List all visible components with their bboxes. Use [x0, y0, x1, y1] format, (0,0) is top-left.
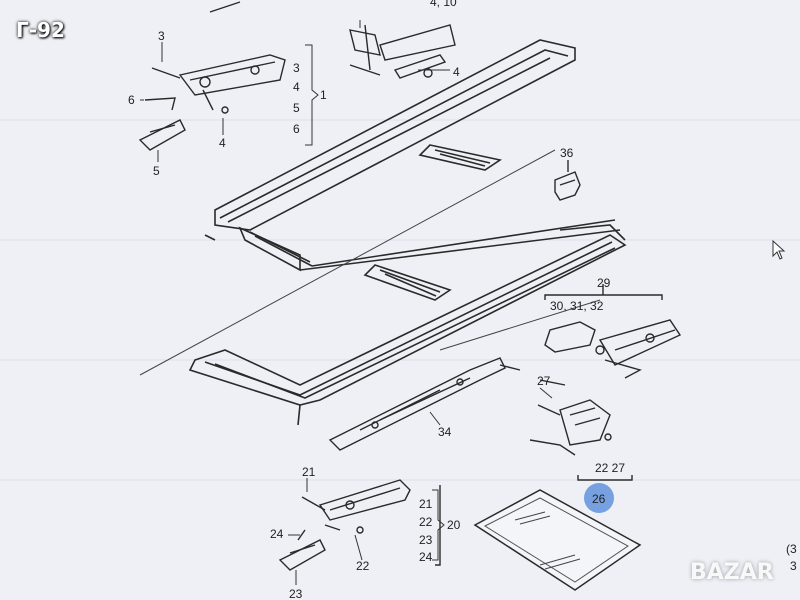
hinge-assembly-bottom-left [278, 479, 441, 571]
label-4-middle: 4 [453, 65, 460, 79]
glass-hatch [514, 511, 581, 570]
hinge-assembly-top-left [138, 1, 286, 151]
bracket-label-23: 23 [419, 533, 433, 547]
listing-tag: Г-92 [16, 18, 65, 42]
bracket-label-20: 20 [447, 518, 461, 532]
bracket-label-5: 5 [293, 101, 300, 115]
bracket-label-3: 3 [293, 61, 300, 75]
bracket-label-4: 4 [293, 80, 300, 94]
label-4-10: 4, 10 [430, 0, 457, 9]
label-3-top: 3 [158, 29, 165, 43]
bracket-label-1: 1 [320, 88, 327, 102]
label-26: 26 [592, 492, 606, 506]
clip-part-36 [554, 160, 581, 201]
label-22: 22 [356, 559, 370, 573]
label-27: 27 [537, 374, 551, 388]
bracket-20 [432, 489, 445, 561]
bracket-label-6: 6 [293, 122, 300, 136]
mouse-cursor-icon [772, 240, 786, 260]
label-4-left: 4 [219, 136, 226, 150]
label-24: 24 [270, 527, 284, 541]
bracket-label-22: 22 [419, 515, 433, 529]
label-21: 21 [302, 465, 316, 479]
highlight-circle-26 [584, 483, 614, 513]
bracket-1 [305, 44, 319, 146]
watermark-logo: BAZAR [690, 560, 774, 585]
reference-lines [139, 149, 601, 376]
leader-lines [140, 20, 553, 585]
label-6-left: 6 [128, 93, 135, 107]
sunroof-frame-upper [204, 39, 621, 272]
label-30-31-32: 30, 31, 32 [550, 299, 604, 313]
edge-label-2: 3 [790, 559, 797, 573]
sunroof-frame-lower [188, 224, 627, 426]
bracket-label-21: 21 [419, 497, 433, 511]
label-22-27: 22 27 [595, 461, 625, 475]
bracket-label-24: 24 [419, 550, 433, 564]
glass-panel [473, 489, 642, 591]
label-23: 23 [289, 587, 303, 600]
edge-label: (3 [786, 542, 797, 556]
label-36: 36 [560, 146, 574, 160]
hinge-assembly-top-middle [349, 24, 456, 79]
label-34: 34 [438, 425, 452, 439]
hinge-assembly-right-29 [544, 284, 682, 379]
label-29: 29 [597, 276, 611, 290]
hinge-assembly-right-lower [529, 379, 633, 481]
label-5-left: 5 [153, 164, 160, 178]
linkage-part-34 [328, 357, 521, 451]
